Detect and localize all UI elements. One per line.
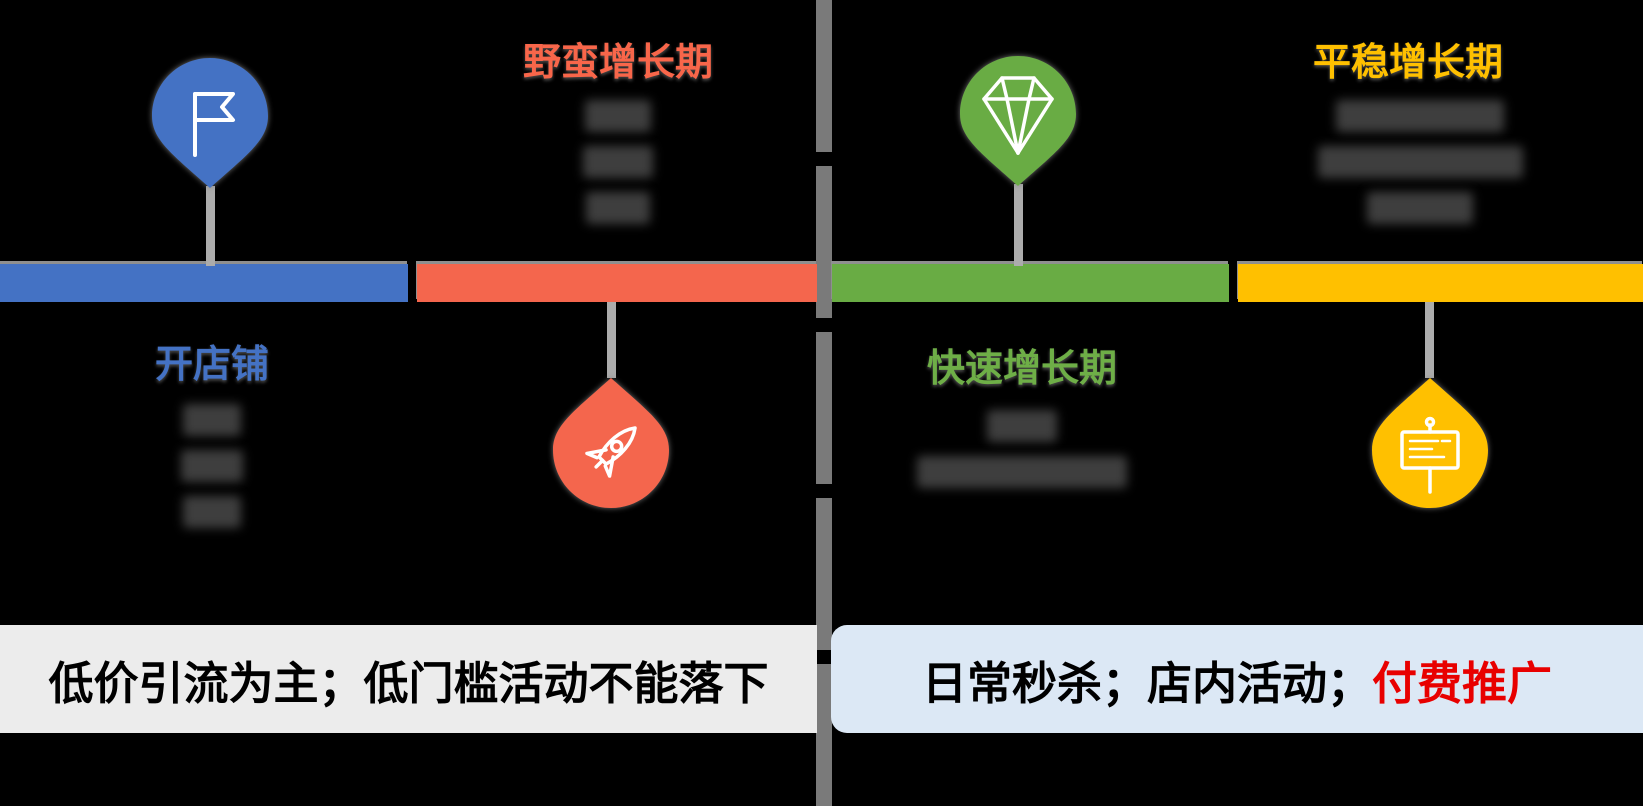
phase-title: 开店铺 <box>154 344 269 386</box>
redacted-text-block <box>872 410 1172 488</box>
timeline-segment-wild-growth <box>417 264 817 302</box>
center-divider-line <box>816 0 832 806</box>
redacted-text-line <box>583 146 653 178</box>
redacted-text-line <box>585 100 651 132</box>
timeline-segment-open-shop <box>0 264 408 302</box>
left-strategy-banner: 低价引流为主；低门槛活动不能落下 <box>0 625 817 733</box>
rocket-pin-marker <box>553 378 669 508</box>
flag-pin-marker <box>152 58 268 188</box>
redacted-text-line <box>1336 100 1504 132</box>
gem-icon <box>982 76 1054 155</box>
right-banner-highlight-text: 付费推广 <box>1372 657 1553 709</box>
redacted-text-line <box>1317 146 1523 178</box>
pin-shape <box>1372 378 1488 508</box>
flag-icon <box>193 92 235 157</box>
phase-title: 野蛮增长期 <box>522 42 713 84</box>
timeline-segment-rapid-growth <box>832 264 1229 302</box>
redacted-text-line <box>586 192 650 224</box>
sign-pin-marker <box>1372 378 1488 508</box>
redacted-text-line <box>1367 192 1473 224</box>
left-banner-text: 低价引流为主；低门槛活动不能落下 <box>48 657 769 709</box>
redacted-text-block <box>62 404 362 528</box>
right-strategy-banner: 日常秒杀；店内活动；付费推广 <box>831 625 1643 733</box>
pin-shape <box>152 58 268 188</box>
pin-stem <box>1425 302 1434 378</box>
rocket-icon <box>585 426 637 478</box>
pin-stem <box>1014 184 1023 266</box>
redacted-text-line <box>917 456 1127 488</box>
right-banner-text: 日常秒杀；店内活动； <box>921 657 1372 709</box>
redacted-text-line <box>183 496 241 528</box>
pin-stem <box>607 302 616 378</box>
redacted-text-block <box>468 100 768 224</box>
phase-title: 平稳增长期 <box>1312 42 1503 84</box>
gem-pin-marker <box>960 56 1076 186</box>
sign-icon <box>1400 416 1460 494</box>
pin-shape <box>960 56 1076 186</box>
redacted-text-line <box>987 410 1057 442</box>
redacted-text-line <box>181 450 243 482</box>
pin-stem <box>206 186 215 266</box>
redacted-text-line <box>183 404 241 436</box>
timeline-segment-steady-growth <box>1238 264 1643 302</box>
phase-title: 快速增长期 <box>926 348 1117 390</box>
redacted-text-block <box>1270 100 1570 224</box>
